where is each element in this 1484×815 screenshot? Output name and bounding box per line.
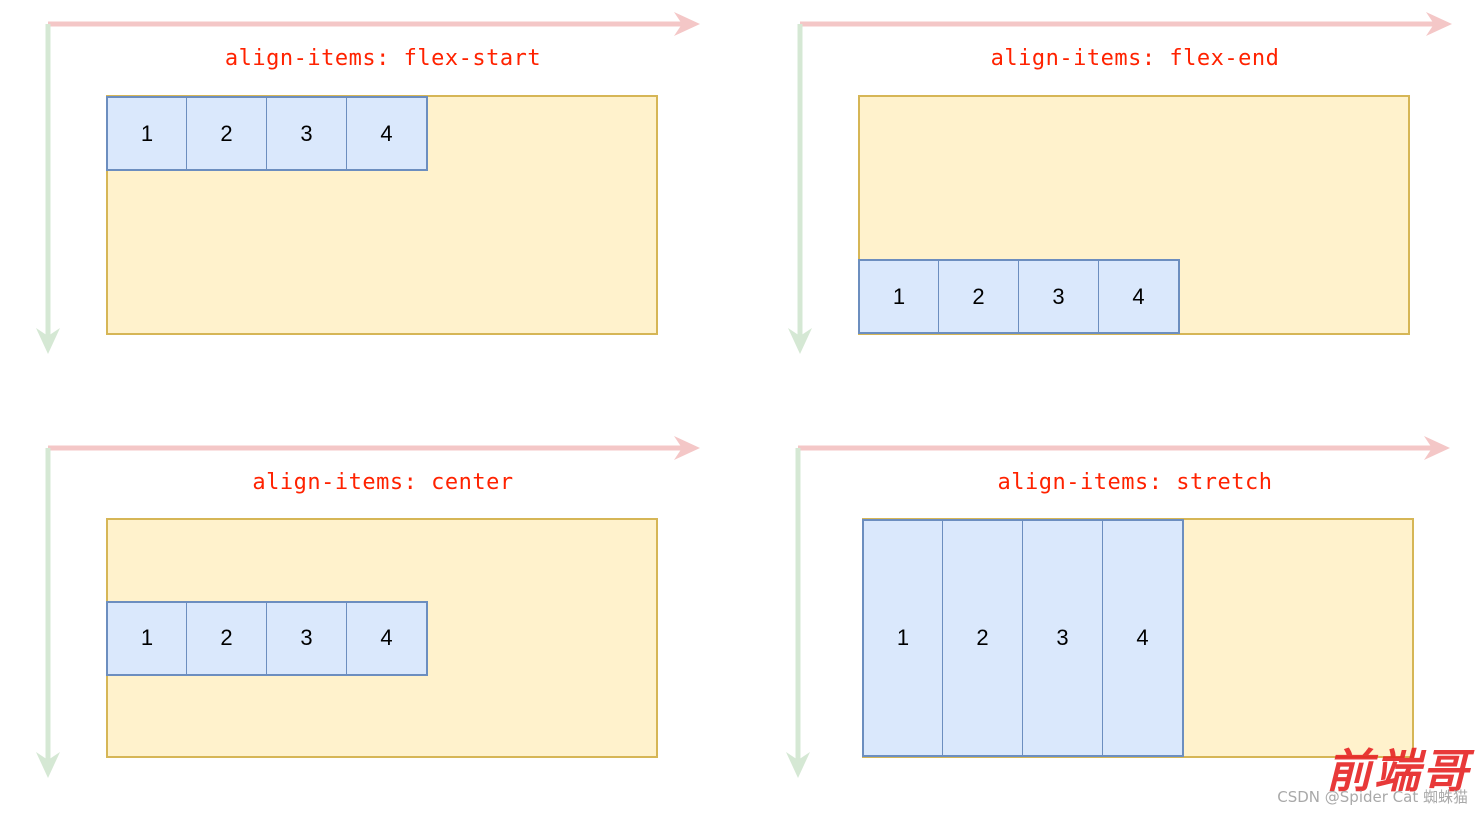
cross-axis-arrowhead	[788, 328, 812, 354]
panel-title: align-items: flex-end	[990, 46, 1280, 71]
main-axis-arrowhead	[1426, 12, 1452, 36]
flex-item: 4	[346, 96, 428, 171]
cross-axis-arrowhead	[786, 752, 810, 778]
flex-item: 2	[942, 519, 1024, 757]
main-axis-arrowhead	[674, 436, 700, 460]
watermark-text: CSDN @Spider Cat 蜘蛛猫	[1277, 788, 1468, 806]
brand-logo: 前端哥	[1326, 744, 1470, 798]
flex-item: 1	[106, 96, 188, 171]
flex-item: 1	[858, 259, 940, 334]
cross-axis-arrowhead	[36, 328, 60, 354]
panel-title: align-items: center	[252, 470, 514, 495]
flex-item: 4	[1098, 259, 1180, 334]
panel-title: align-items: stretch	[997, 470, 1273, 495]
flex-item: 4	[346, 600, 428, 676]
flex-item: 2	[938, 259, 1020, 334]
panel-title: align-items: flex-start	[224, 46, 542, 71]
flex-item: 4	[1102, 519, 1184, 757]
cross-axis-arrowhead	[36, 752, 60, 778]
flex-item: 2	[186, 600, 268, 676]
flex-item: 3	[1022, 519, 1104, 757]
flex-item: 1	[106, 600, 188, 676]
flex-item: 3	[1018, 259, 1100, 334]
flex-item: 1	[862, 519, 944, 757]
flex-item: 2	[186, 96, 268, 171]
flex-item: 3	[266, 96, 348, 171]
flex-item: 3	[266, 600, 348, 676]
main-axis-arrowhead	[1424, 436, 1450, 460]
main-axis-arrowhead	[674, 12, 700, 36]
